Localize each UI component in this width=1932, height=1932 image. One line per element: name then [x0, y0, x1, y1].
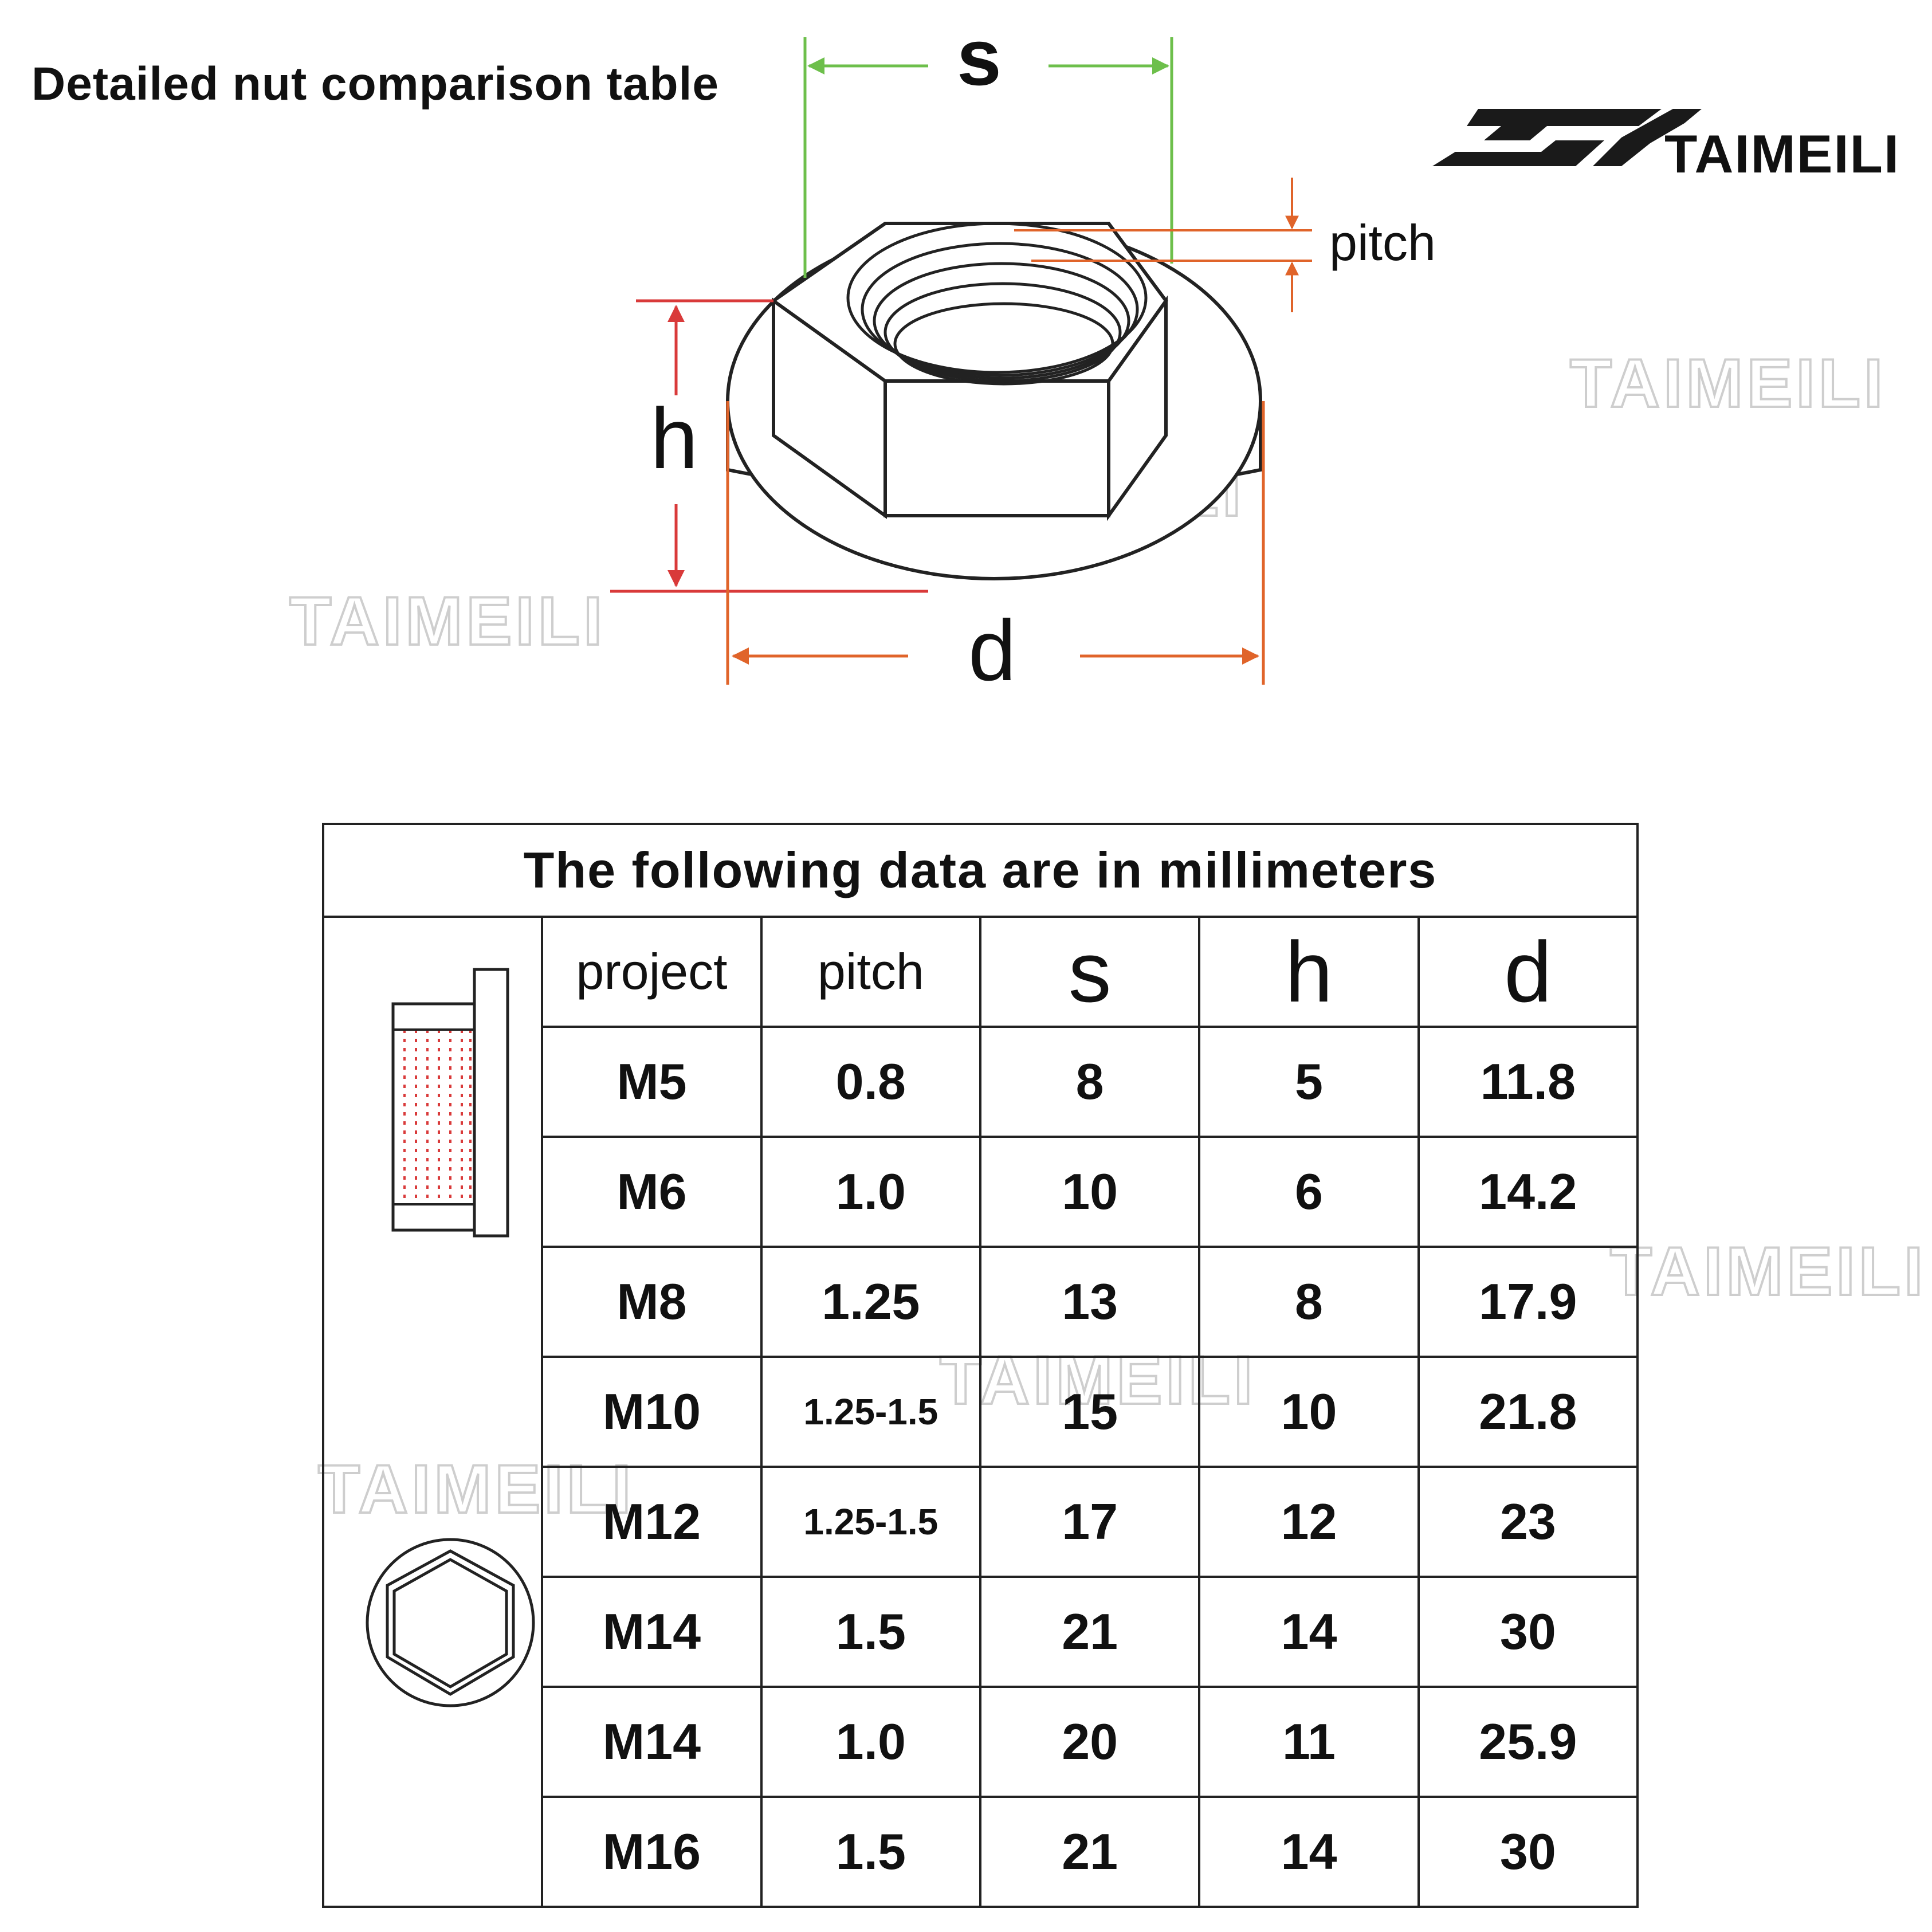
cell-h: 6: [1198, 1136, 1420, 1248]
nut-drawings-cell: [321, 916, 544, 1908]
cell-pitch: 1.25: [760, 1246, 981, 1358]
cell-pitch: 1.5: [760, 1796, 981, 1908]
cell-s: 15: [979, 1356, 1201, 1468]
cell-h: 5: [1198, 1026, 1420, 1138]
d-label: d: [968, 602, 1016, 698]
watermark: TAIMEILI: [1609, 1232, 1927, 1311]
s-label: s: [957, 12, 1002, 102]
pitch-dimension: [1014, 178, 1312, 312]
cell-s: 21: [979, 1796, 1201, 1908]
watermark: TAIMEILI: [288, 582, 606, 661]
watermark: TAIMEILI: [1569, 344, 1887, 423]
col-header-h: h: [1198, 916, 1420, 1028]
table-row: M16 1.5 21 14 30: [323, 1796, 1639, 1908]
col-header-pitch: pitch: [760, 916, 981, 1028]
cell-h: 14: [1198, 1796, 1420, 1908]
table-row: M10 1.25-1.5 15 10 21.8: [323, 1356, 1639, 1468]
cell-pitch: 0.8: [760, 1026, 981, 1138]
cell-d: 11.8: [1417, 1026, 1639, 1138]
cell-s: 21: [979, 1576, 1201, 1688]
cell-h: 11: [1198, 1686, 1420, 1798]
cell-d: 30: [1417, 1796, 1639, 1908]
spec-table: The following data are in millimeters: [321, 823, 1639, 1908]
cell-pitch: 1.0: [760, 1136, 981, 1248]
cell-s: 8: [979, 1026, 1201, 1138]
table-row: M8 1.25 13 8 17.9: [323, 1246, 1639, 1358]
cell-h: 12: [1198, 1466, 1420, 1578]
cell-d: 23: [1417, 1466, 1639, 1578]
table-row: M6 1.0 10 6 14.2: [323, 1136, 1639, 1248]
thread-rings: [846, 222, 1148, 386]
cell-d: 30: [1417, 1576, 1639, 1688]
cell-s: 17: [979, 1466, 1201, 1578]
table-row: M14 1.5 21 14 30: [323, 1576, 1639, 1688]
cell-d: 25.9: [1417, 1686, 1639, 1798]
col-header-d: d: [1417, 916, 1639, 1028]
col-header-project: project: [541, 916, 763, 1028]
page-title: Detailed nut comparison table: [32, 58, 719, 110]
col-header-s: s: [979, 916, 1201, 1028]
cell-project: M6: [541, 1136, 763, 1248]
cell-project: M8: [541, 1246, 763, 1358]
brand-logo-icon: [1432, 109, 1702, 166]
cell-d: 14.2: [1417, 1136, 1639, 1248]
cell-h: 14: [1198, 1576, 1420, 1688]
h-label: h: [650, 390, 698, 486]
table-row: M12 1.25-1.5 17 12 23: [323, 1466, 1639, 1578]
cell-pitch: 1.0: [760, 1686, 981, 1798]
brand-name: TAIMEILI: [1664, 124, 1900, 184]
cell-h: 10: [1198, 1356, 1420, 1468]
cell-pitch: 1.5: [760, 1576, 981, 1688]
watermark: TAIMEILI: [927, 453, 1245, 532]
cell-s: 20: [979, 1686, 1201, 1798]
cell-project: M10: [541, 1356, 763, 1468]
cell-pitch: 1.25-1.5: [760, 1466, 981, 1578]
pitch-label: pitch: [1329, 214, 1436, 271]
cell-pitch: 1.25-1.5: [760, 1356, 981, 1468]
table-caption: The following data are in millimeters: [322, 823, 1639, 918]
table-row: M5 0.8 8 5 11.8: [323, 1026, 1639, 1138]
cell-project: M14: [541, 1576, 763, 1688]
nut-side-and-top-icon: [366, 968, 535, 1707]
cell-s: 13: [979, 1246, 1201, 1358]
cell-s: 10: [979, 1136, 1201, 1248]
cell-d: 17.9: [1417, 1246, 1639, 1358]
cell-project: M12: [541, 1466, 763, 1578]
cell-h: 8: [1198, 1246, 1420, 1358]
table-row: M14 1.0 20 11 25.9: [323, 1686, 1639, 1798]
cell-d: 21.8: [1417, 1356, 1639, 1468]
cell-project: M14: [541, 1686, 763, 1798]
cell-project: M5: [541, 1026, 763, 1138]
cell-project: M16: [541, 1796, 763, 1908]
